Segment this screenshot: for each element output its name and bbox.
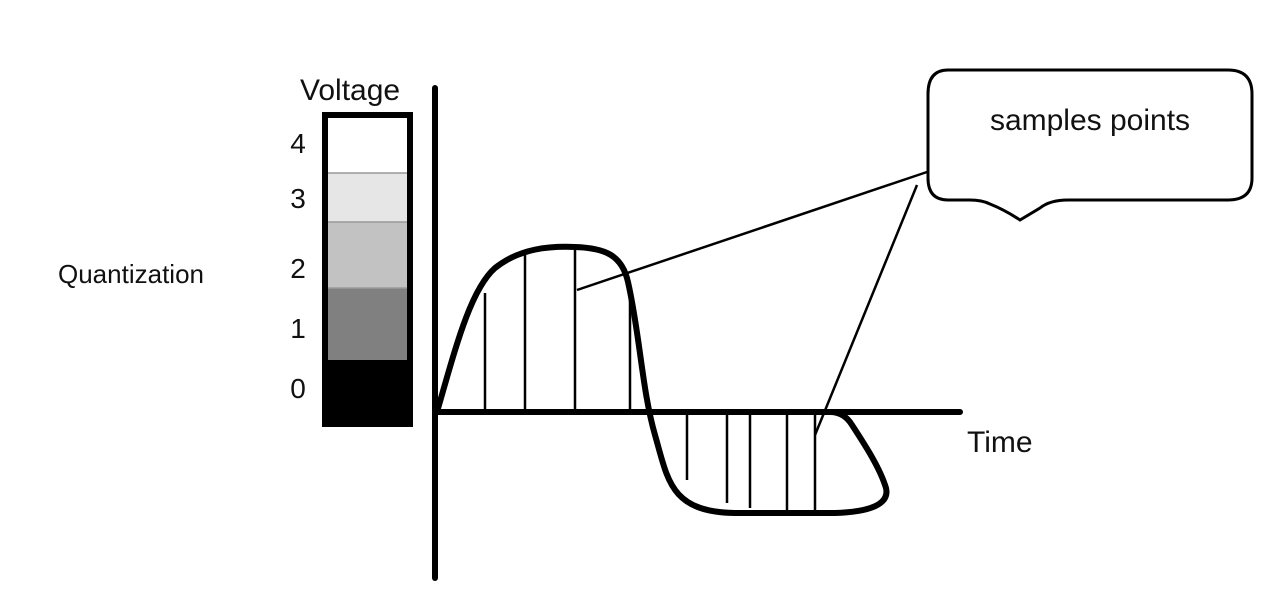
level-band-0 — [325, 360, 410, 424]
level-band-3 — [325, 173, 410, 222]
level-label-4: 4 — [290, 128, 306, 159]
quantization-label: Quantization — [58, 259, 204, 289]
callout-bubble — [926, 68, 1254, 222]
level-label-0: 0 — [290, 373, 306, 404]
callout-pointer — [576, 170, 928, 292]
level-band-2 — [325, 222, 410, 288]
quantization-bar-frame — [322, 112, 413, 427]
quantization-bar — [322, 112, 413, 427]
sample-lines — [483, 250, 817, 512]
level-band-4 — [325, 115, 410, 173]
callout-pointer — [813, 184, 919, 436]
level-label-2: 2 — [290, 253, 306, 284]
x-axis-label: Time — [967, 426, 1033, 459]
callout-text: samples points — [990, 104, 1190, 137]
analog-waveform — [434, 243, 890, 516]
y-axis-label: Voltage — [300, 74, 400, 107]
level-band-1 — [325, 288, 410, 360]
level-label-1: 1 — [290, 313, 306, 344]
level-label-3: 3 — [290, 183, 306, 214]
